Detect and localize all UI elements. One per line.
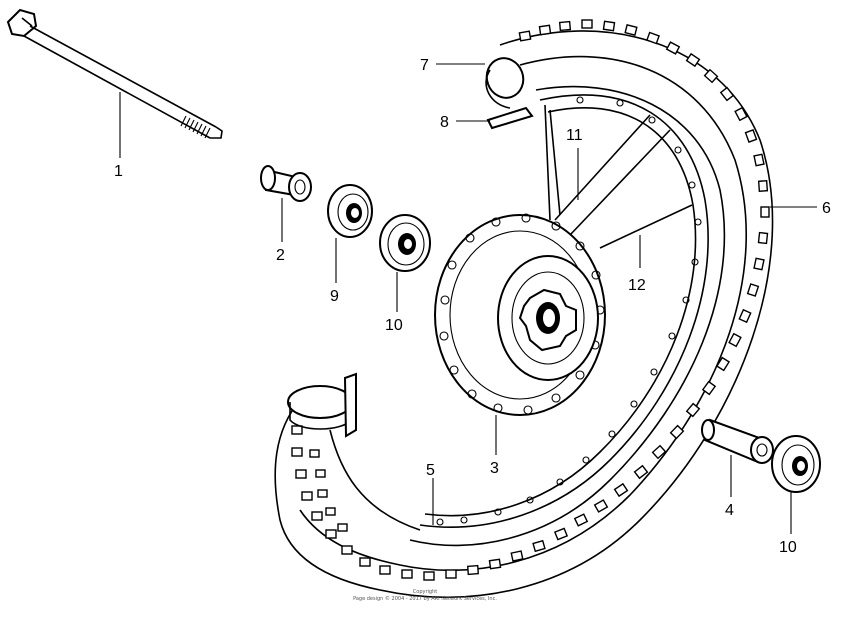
axle xyxy=(6,8,223,139)
rim xyxy=(419,94,709,528)
tire xyxy=(274,30,774,599)
callout-5: 5 xyxy=(426,462,435,479)
bearing-left xyxy=(379,214,431,272)
copyright-line1: Copyright xyxy=(413,589,437,595)
callout-8: 8 xyxy=(440,114,449,131)
callout-2: 2 xyxy=(276,247,285,264)
tube-band xyxy=(287,372,421,531)
collar-right xyxy=(701,418,774,464)
callout-10-upper: 10 xyxy=(385,317,403,334)
callout-4: 4 xyxy=(725,502,734,519)
callout-6: 6 xyxy=(822,200,831,217)
oil-seal xyxy=(327,184,373,238)
callout-7: 7 xyxy=(420,57,429,74)
callout-3: 3 xyxy=(490,460,499,477)
callout-1: 1 xyxy=(114,163,123,180)
callout-11: 11 xyxy=(566,127,583,144)
callout-9: 9 xyxy=(330,288,339,305)
spokes xyxy=(544,104,693,249)
bearing-right xyxy=(771,435,821,493)
wheel-hub xyxy=(434,213,606,416)
copyright-line2: Page design © 2004 - 2017 by ARI Network… xyxy=(353,595,497,602)
rim-band xyxy=(485,57,534,130)
callout-10-lower: 10 xyxy=(779,539,797,556)
callout-12: 12 xyxy=(628,277,646,294)
leader-lines xyxy=(119,63,817,534)
axle-collar xyxy=(260,165,312,202)
tire-tread xyxy=(291,19,770,581)
